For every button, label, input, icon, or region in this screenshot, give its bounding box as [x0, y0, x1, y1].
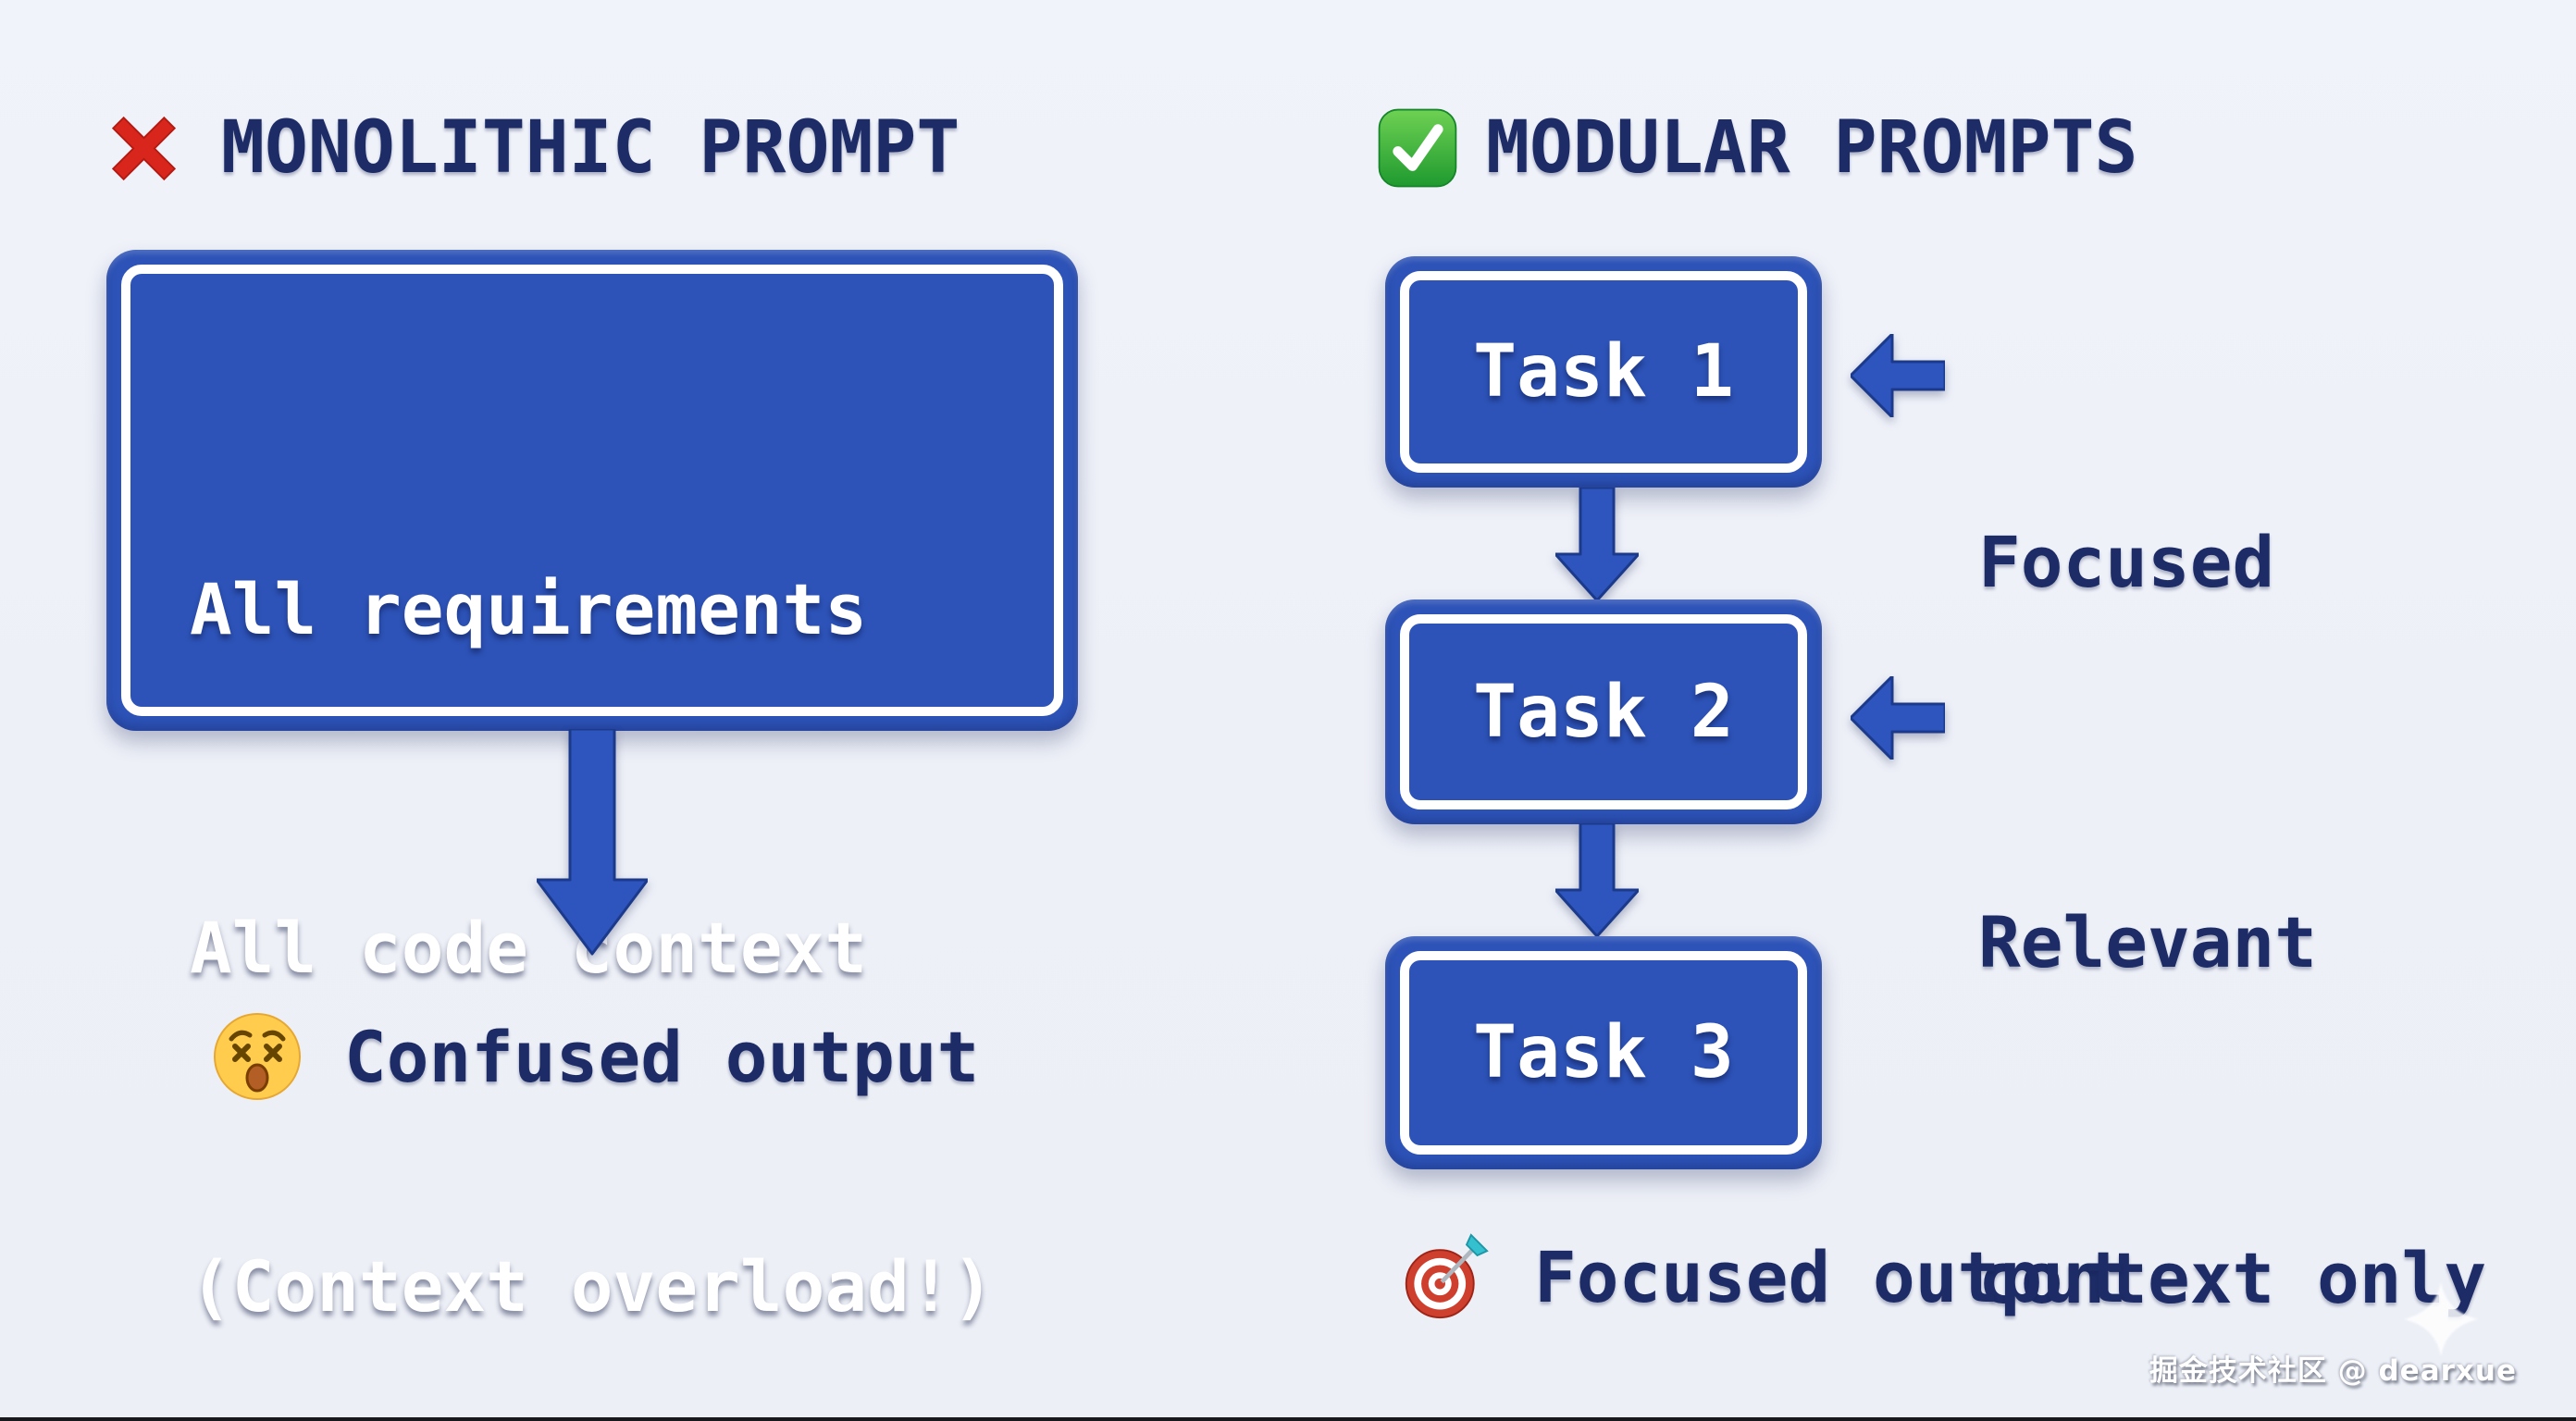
watermark-text: 掘金技术社区 @ dearxue: [2149, 1354, 2517, 1388]
box-line-3: (Context overload!): [190, 1245, 995, 1328]
down-arrow-task2-task3: [1555, 823, 1639, 936]
task-2-label: Task 2: [1473, 670, 1734, 754]
down-arrow-monolithic: [537, 729, 648, 956]
task-3-box: Task 3: [1385, 936, 1822, 1169]
focused-annotation: Focused: [1978, 331, 2274, 794]
check-mark-icon: [1378, 108, 1457, 188]
relevant-annotation-line-1: Relevant: [1978, 901, 2318, 983]
monolithic-box-text: All requirements All code context (Conte…: [190, 327, 994, 1421]
relevant-annotation-line-2: context only: [1978, 1237, 2487, 1319]
modular-title: MODULAR PROMPTS: [1486, 106, 2138, 190]
dizzy-face-icon: [214, 1013, 301, 1100]
focused-output-label: Focused output: [1534, 1235, 2127, 1318]
monolithic-title: MONOLITHIC PROMPT: [221, 106, 960, 190]
confused-output-label: Confused output: [344, 1015, 980, 1098]
box-line-2: All code context: [190, 907, 868, 989]
cross-mark-icon: [111, 116, 177, 180]
box-line-1: All requirements: [190, 568, 868, 650]
box-inner-border: [1400, 271, 1807, 473]
down-arrow-task1-task2: [1555, 488, 1639, 600]
focused-annotation-line: Focused: [1978, 521, 2275, 603]
modular-title-row: MODULAR PROMPTS: [1375, 104, 2137, 192]
monolithic-title-row: MONOLITHIC PROMPT: [100, 104, 960, 192]
task-1-box: Task 1: [1385, 256, 1822, 488]
box-inner-border: [121, 265, 1063, 716]
target-dart-icon: [1405, 1233, 1489, 1319]
left-arrow-relevant-context: [1851, 676, 1945, 760]
relevant-context-annotation: Relevant context only: [1978, 662, 2486, 1421]
focused-output-row: Focused output: [1401, 1232, 2127, 1321]
sparkle-glyph: [2404, 1282, 2478, 1356]
monolithic-prompt-box: All requirements All code context (Conte…: [106, 250, 1078, 1328]
task-2-box: Task 2: [1385, 599, 1822, 824]
task-1-label: Task 1: [1473, 330, 1734, 414]
bottom-edge-strip: [0, 1417, 2576, 1421]
box-inner-border: [1400, 951, 1807, 1155]
task-3-label: Task 3: [1473, 1011, 1734, 1094]
confused-output-row: Confused output: [211, 1010, 979, 1103]
box-inner-border: [1400, 614, 1807, 809]
left-arrow-focused: [1851, 334, 1945, 417]
